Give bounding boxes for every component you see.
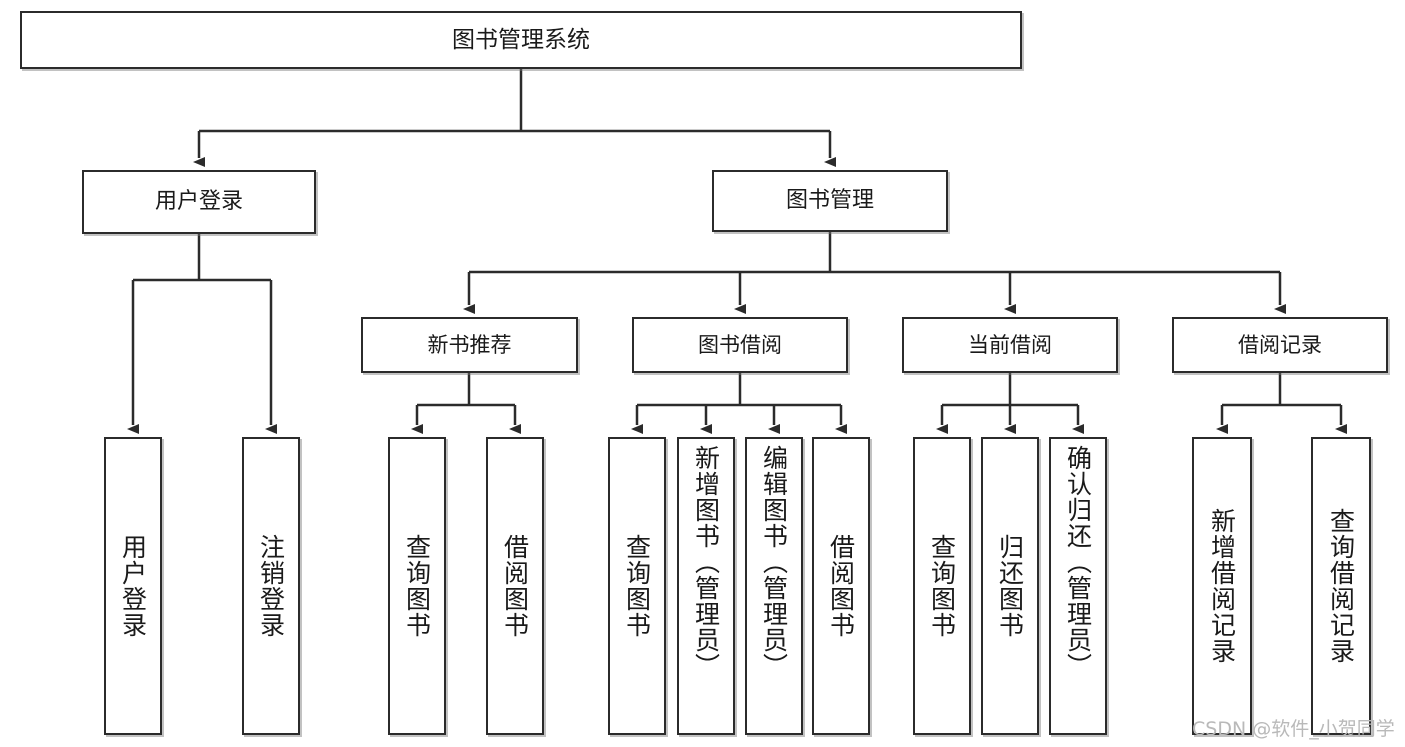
- leaf-query-book-nbr[interactable]: 查询图书: [388, 437, 446, 735]
- leaf-query-book-tsjy[interactable]: 查询图书: [608, 437, 666, 735]
- leaf-borrow-book-tsjy[interactable]: 借阅图书: [812, 437, 870, 735]
- node-label: 当前借阅: [968, 332, 1052, 357]
- node-label: 图书管理系统: [452, 26, 590, 53]
- node-root-book-management-system[interactable]: 图书管理系统: [20, 11, 1022, 69]
- node-new-book-recommendation[interactable]: 新书推荐: [361, 317, 578, 373]
- node-label: 借阅记录: [1238, 332, 1322, 357]
- node-label: 归还图书: [995, 534, 1025, 638]
- node-user-login[interactable]: 用户登录: [82, 170, 316, 234]
- node-book-borrow[interactable]: 图书借阅: [632, 317, 848, 373]
- leaf-query-book-dqjy[interactable]: 查询图书: [913, 437, 971, 735]
- node-label: 确认归还（管理员）: [1063, 445, 1093, 679]
- node-label: 查询图书: [927, 534, 957, 638]
- node-label: 新增图书（管理员）: [691, 445, 721, 679]
- node-label: 借阅图书: [826, 534, 856, 638]
- node-label: 注销登录: [256, 534, 286, 638]
- node-label: 查询借阅记录: [1326, 508, 1356, 664]
- node-label: 用户登录: [118, 534, 148, 638]
- node-label: 查询图书: [402, 534, 432, 638]
- node-label: 编辑图书（管理员）: [759, 445, 789, 679]
- leaf-logout[interactable]: 注销登录: [242, 437, 300, 735]
- leaf-borrow-book-nbr[interactable]: 借阅图书: [486, 437, 544, 735]
- node-label: 图书借阅: [698, 332, 782, 357]
- node-borrow-record[interactable]: 借阅记录: [1172, 317, 1388, 373]
- leaf-add-borrow-record[interactable]: 新增借阅记录: [1192, 437, 1252, 735]
- node-book-management[interactable]: 图书管理: [712, 170, 948, 232]
- node-current-borrow[interactable]: 当前借阅: [902, 317, 1118, 373]
- node-label: 新增借阅记录: [1207, 508, 1237, 664]
- leaf-user-login[interactable]: 用户登录: [104, 437, 162, 735]
- node-label: 用户登录: [154, 189, 243, 214]
- leaf-confirm-return-admin[interactable]: 确认归还（管理员）: [1049, 437, 1107, 735]
- node-label: 图书管理: [785, 188, 874, 213]
- leaf-add-book-admin[interactable]: 新增图书（管理员）: [677, 437, 735, 735]
- node-label: 借阅图书: [500, 534, 530, 638]
- leaf-edit-book-admin[interactable]: 编辑图书（管理员）: [745, 437, 803, 735]
- leaf-query-borrow-record[interactable]: 查询借阅记录: [1311, 437, 1371, 735]
- node-label: 新书推荐: [427, 332, 512, 357]
- node-label: 查询图书: [622, 534, 652, 638]
- leaf-return-book[interactable]: 归还图书: [981, 437, 1039, 735]
